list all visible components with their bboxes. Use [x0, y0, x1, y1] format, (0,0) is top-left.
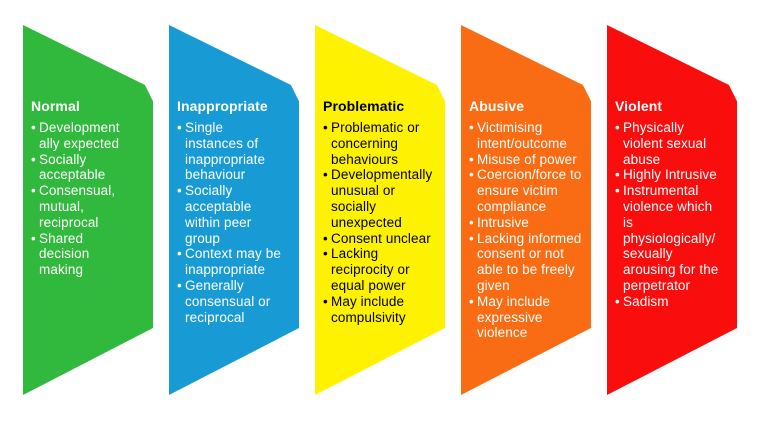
stage-title: Inappropriate [177, 98, 268, 114]
bullet-item: May include compulsivity [323, 294, 441, 326]
stage-title: Abusive [469, 98, 525, 114]
bullet-item: Coercion/force to ensure victim complian… [469, 167, 587, 214]
bullet-item: May include expressive violence [469, 294, 587, 341]
bullet-item: Socially acceptable [31, 152, 149, 184]
bullet-item: Consent unclear [323, 231, 441, 247]
stage-bullet-list: Problematic or concerning behaviours Dev… [323, 120, 441, 325]
stage-content: Abusive Victimising intent/outcome Misus… [461, 25, 591, 341]
stage-title: Violent [615, 98, 663, 114]
bullet-item: Victimising intent/outcome [469, 120, 587, 152]
bullet-item: Consensual, mutual, reciprocal [31, 183, 149, 230]
bullet-item: Physically violent sexual abuse [615, 120, 733, 167]
bullet-item: Sadism [615, 294, 733, 310]
bullet-item: Highly Intrusive [615, 167, 733, 183]
bullet-item: Instrumental violence which is physiolog… [615, 183, 733, 294]
bullet-item: Context may be inappropriate [177, 246, 295, 278]
stage-title: Normal [31, 98, 80, 114]
bullet-item: Lacking reciprocity or equal power [323, 246, 441, 293]
bullet-item: Intrusive [469, 215, 587, 231]
stage-normal: Normal Development ally expected Sociall… [23, 25, 153, 395]
stage-bullet-list: Victimising intent/outcome Misuse of pow… [469, 120, 587, 341]
bullet-item: Single instances of inappropriate behavi… [177, 120, 295, 183]
bullet-item: Development ally expected [31, 120, 149, 152]
stage-bullet-list: Development ally expected Socially accep… [31, 120, 149, 278]
bullet-item: Lacking informed consent or not able to … [469, 231, 587, 294]
stage-content: Inappropriate Single instances of inappr… [169, 25, 299, 325]
stage-abusive: Abusive Victimising intent/outcome Misus… [461, 25, 591, 395]
stage-inappropriate: Inappropriate Single instances of inappr… [169, 25, 299, 395]
stage-violent: Violent Physically violent sexual abuse … [607, 25, 737, 395]
stage-bullet-list: Physically violent sexual abuse Highly I… [615, 120, 733, 310]
bullet-item: Problematic or concerning behaviours [323, 120, 441, 167]
bullet-item: Shared decision making [31, 231, 149, 278]
bullet-item: Socially acceptable within peer group [177, 183, 295, 246]
stage-content: Violent Physically violent sexual abuse … [607, 25, 737, 310]
stage-content: Problematic Problematic or concerning be… [315, 25, 445, 325]
bullet-item: Misuse of power [469, 152, 587, 168]
stage-problematic: Problematic Problematic or concerning be… [315, 25, 445, 395]
stage-content: Normal Development ally expected Sociall… [23, 25, 153, 278]
stage-bullet-list: Single instances of inappropriate behavi… [177, 120, 295, 325]
bullet-item: Generally consensual or reciprocal [177, 278, 295, 325]
bullet-item: Developmentally unusual or socially unex… [323, 167, 441, 230]
stage-title: Problematic [323, 98, 405, 114]
